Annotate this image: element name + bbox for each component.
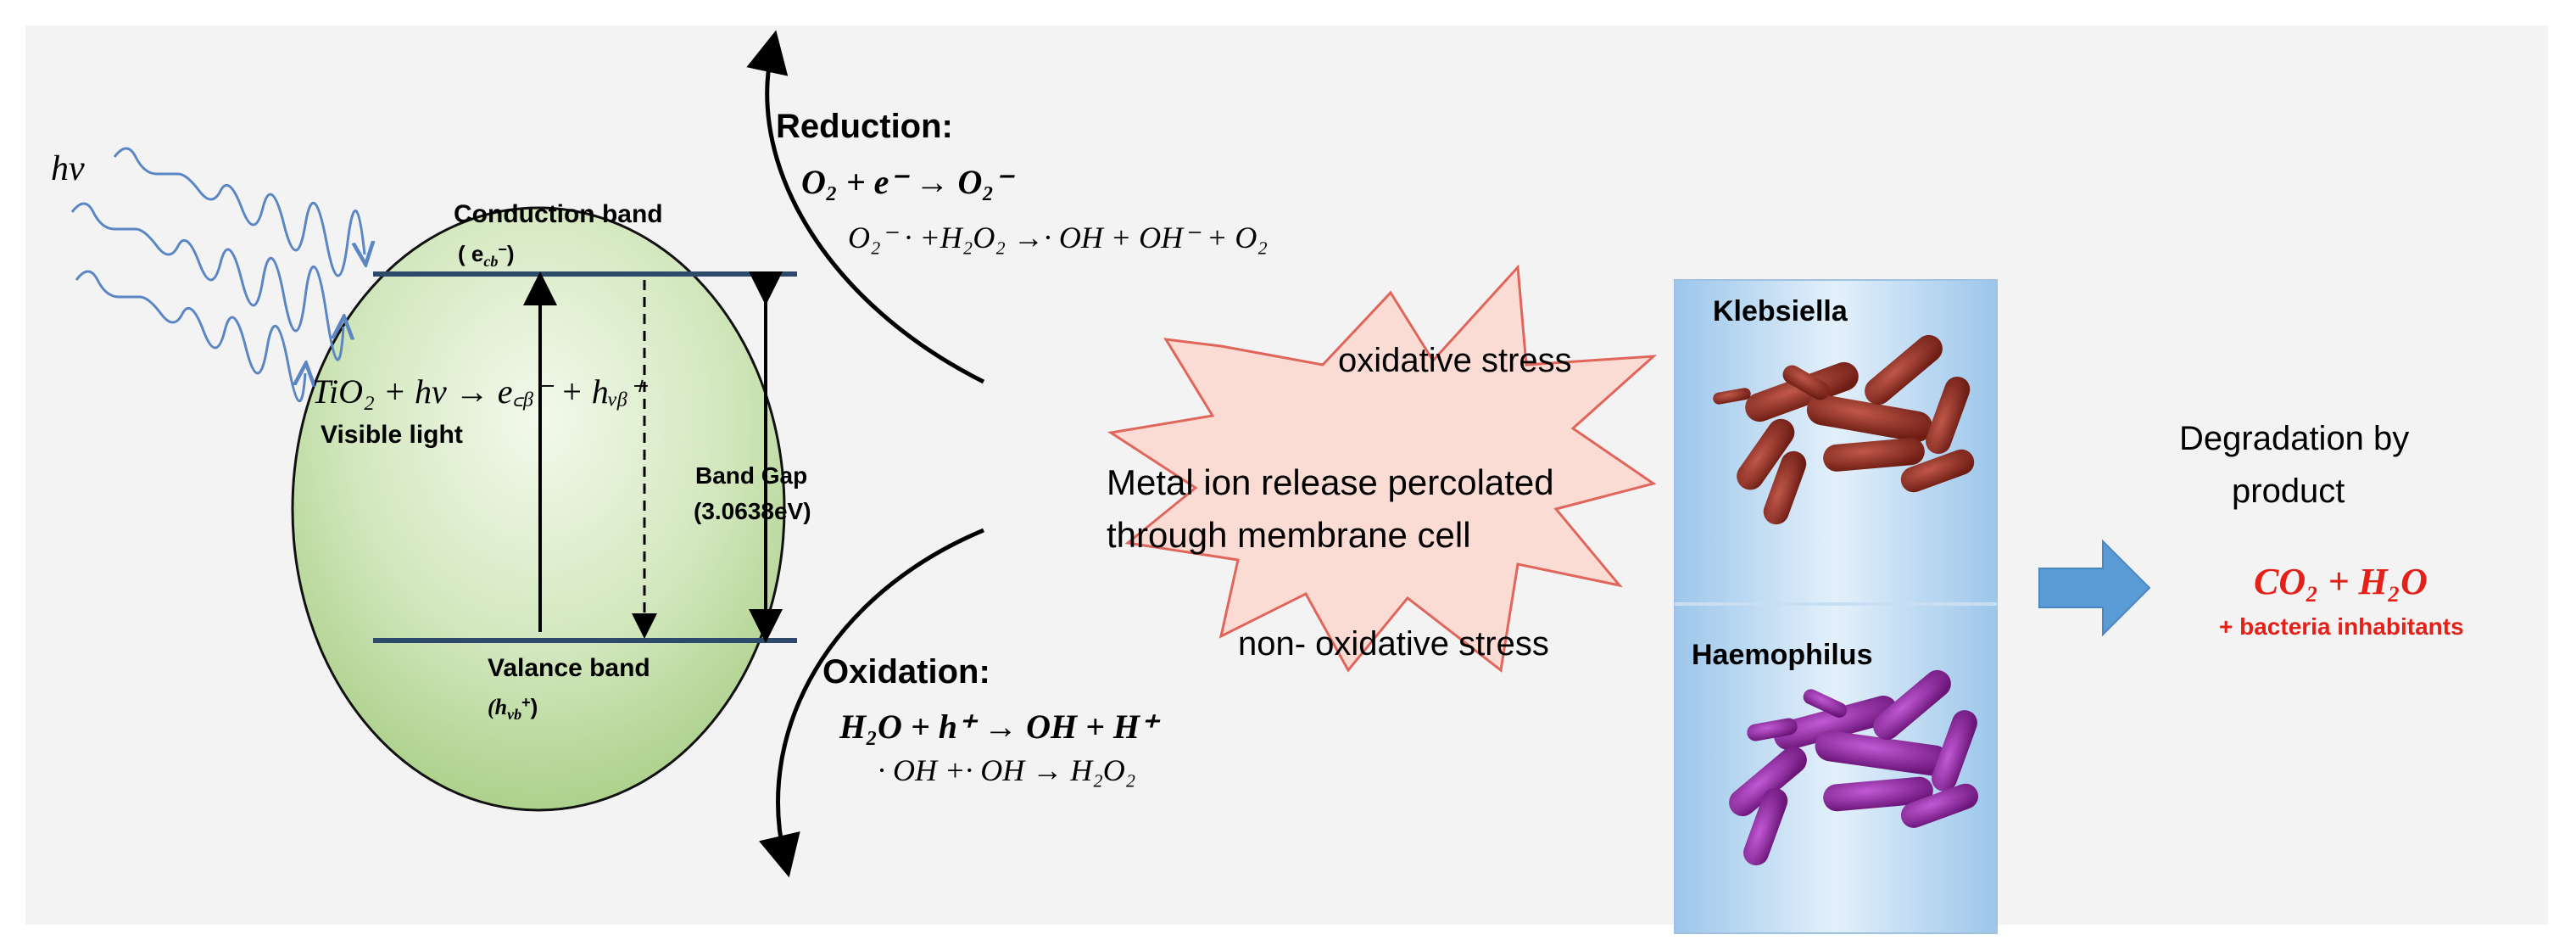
reduction-curve-arrow	[746, 30, 985, 384]
generation-equation: TiO₂ + hv → e꜀ᵦ⁻ + hᵥᵦ⁺	[312, 372, 648, 411]
oxidative-stress-label: oxidative stress	[1338, 342, 1572, 379]
haemophilus-label: Haemophilus	[1692, 639, 1872, 671]
degradation-label-line1: Degradation by	[2179, 420, 2409, 457]
reduction-equation-2: O₂⁻ · +H₂O₂ →· OH + OH⁻ + O₂	[848, 221, 1268, 255]
band-gap-label: Band Gap	[695, 462, 807, 489]
oxidation-equation-1: H₂O + h⁺ → OH + H⁺	[839, 708, 1161, 746]
light-wave-arrow-1	[113, 147, 365, 277]
reduction-title: Reduction:	[776, 108, 953, 145]
band-gap-value: (3.0638eV)	[694, 498, 811, 524]
release-label-line2: through membrane cell	[1107, 515, 1471, 555]
oxidation-equation-2: · OH +· OH → H₂O₂	[878, 753, 1135, 787]
light-wave-arrow-2	[70, 202, 343, 361]
oxidation-title: Oxidation:	[822, 653, 990, 691]
degradation-arrow	[2038, 539, 2151, 637]
conduction-band-label: Conduction band	[454, 200, 663, 228]
klebsiella-bacteria-cluster	[1713, 334, 1975, 525]
klebsiella-label: Klebsiella	[1713, 295, 1848, 327]
release-label-line1: Metal ion release percolated	[1107, 462, 1554, 502]
valence-band-label: Valance band	[488, 654, 650, 682]
stress-starburst	[1107, 264, 1658, 673]
degradation-note: + bacteria inhabitants	[2219, 613, 2464, 640]
valence-band-symbol: (hvb+)	[488, 694, 538, 723]
non-oxidative-stress-label: non- oxidative stress	[1238, 625, 1549, 663]
reduction-equation-1: O₂ + e⁻ → O₂⁻	[801, 163, 1015, 201]
light-wave-arrow-3	[75, 270, 305, 403]
degradation-label-line2: product	[2232, 473, 2345, 510]
degradation-products: CO₂ + H₂O	[2254, 561, 2428, 602]
haemophilus-bacteria-cluster	[1729, 669, 1979, 866]
oxidation-curve-arrow	[758, 528, 984, 878]
light-symbol: hv	[51, 149, 85, 188]
conduction-band-symbol: ( ecb−)	[458, 241, 515, 270]
visible-light-label: Visible light	[321, 421, 463, 449]
